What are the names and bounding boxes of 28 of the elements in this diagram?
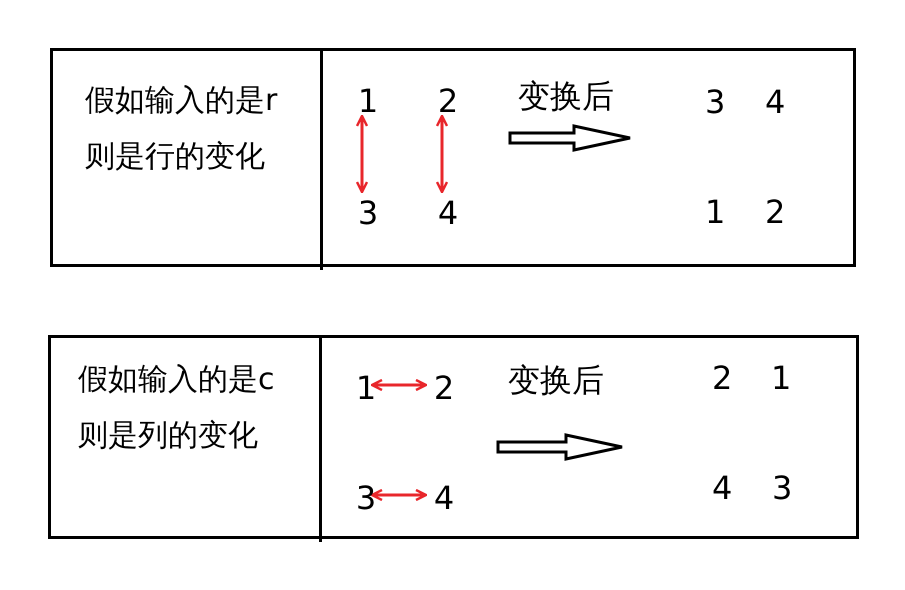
number-text: 3 xyxy=(354,480,378,516)
panel xyxy=(48,335,859,539)
number-text: 4 xyxy=(436,195,460,231)
number-text: 1 xyxy=(771,360,792,396)
double-arrow xyxy=(370,488,428,502)
number-text: 3 xyxy=(356,195,380,231)
description-text: 则是列的变化 xyxy=(78,417,258,455)
description-text: 则是行的变化 xyxy=(85,138,265,176)
number-text: 2 xyxy=(436,83,460,119)
number-text: 1 xyxy=(354,370,378,406)
number-text: 2 xyxy=(432,370,456,406)
caption-text: 变换后 xyxy=(518,78,614,114)
number-text: 4 xyxy=(765,84,786,120)
caption-text: 变换后 xyxy=(508,362,604,398)
double-arrow xyxy=(370,378,428,392)
double-arrow xyxy=(436,114,448,194)
number-text: 1 xyxy=(705,194,726,230)
number-text: 4 xyxy=(712,470,732,506)
number-text: 1 xyxy=(356,83,380,119)
number-text: 2 xyxy=(765,194,786,230)
description-text: 假如输入的是c xyxy=(78,361,274,399)
panel xyxy=(50,48,856,267)
number-text: 4 xyxy=(432,480,456,516)
double-arrow xyxy=(356,114,368,194)
number-text: 2 xyxy=(712,360,732,396)
number-text: 3 xyxy=(772,470,792,506)
description-text: 假如输入的是r xyxy=(85,82,278,120)
number-text: 3 xyxy=(705,84,726,120)
